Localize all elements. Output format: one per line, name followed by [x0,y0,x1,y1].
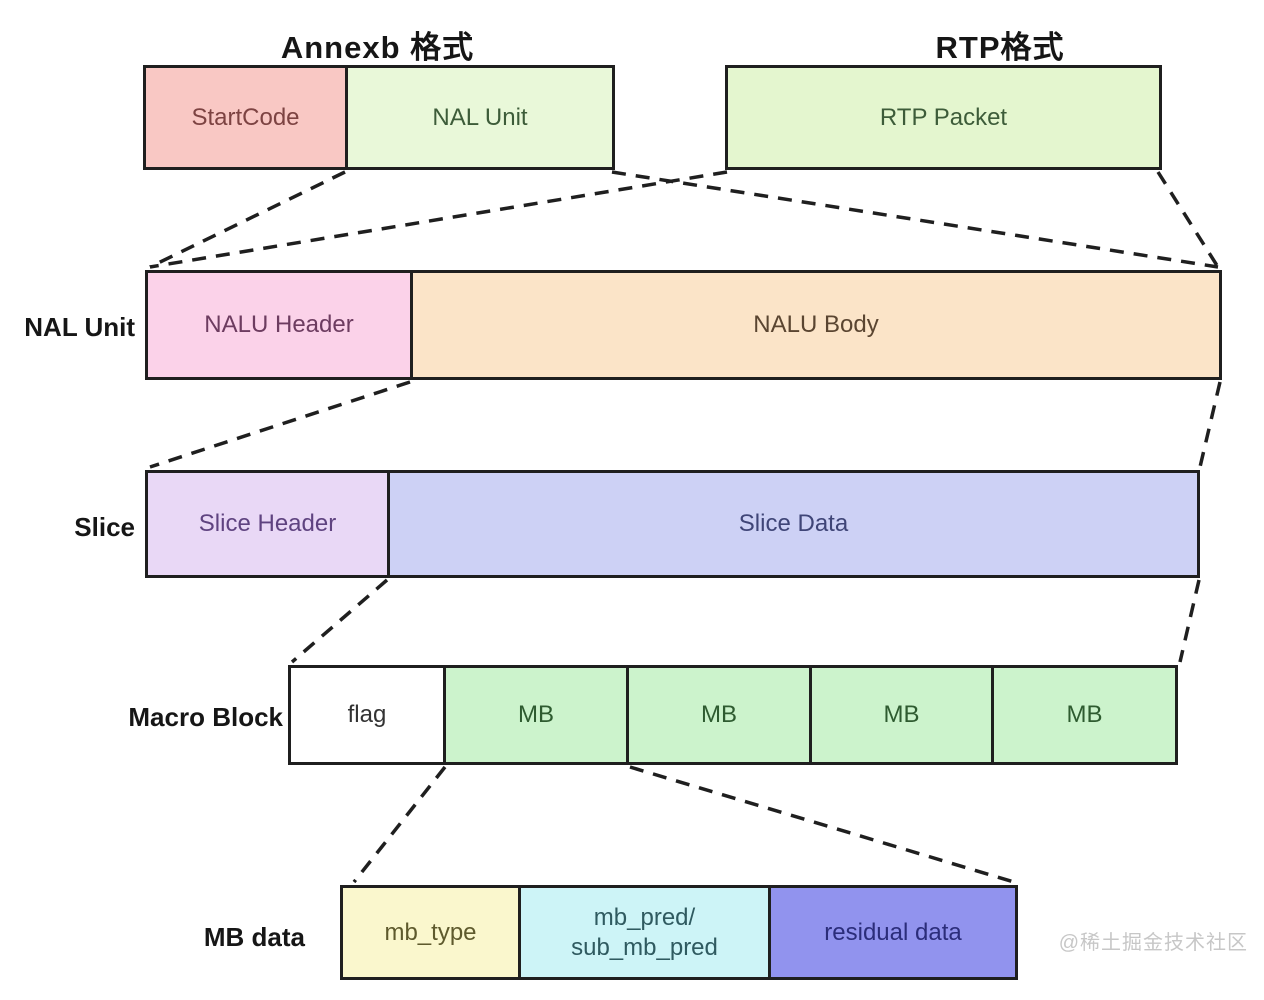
connector-mbdata-right [629,765,1015,884]
residual-data-box: residual data [768,885,1018,980]
watermark: @稀土掘金技术社区 [1058,932,1248,954]
slice-header-box: Slice Header [145,470,390,578]
mb-type-box: mb_type [340,885,521,980]
connector-rtp-left [149,170,728,269]
nalu-body-box: NALU Body [410,270,1222,380]
mb-box-2: MB [626,665,812,765]
nal-unit-box: NAL Unit [345,65,615,170]
flag-box: flag [288,665,446,765]
rtp-format-title: RTP格式 [935,30,1065,65]
macro-block-row-label: Macro Block [128,702,283,732]
rtp-packet-box: RTP Packet [725,65,1162,170]
mb-box-1: MB [443,665,629,765]
connector-nalunit-left [149,170,346,269]
nal-unit-row-label: NAL Unit [24,312,135,342]
mb-box-3: MB [809,665,994,765]
nalu-header-box: NALU Header [145,270,413,380]
annexb-format-title: Annexb 格式 [280,30,475,65]
connector-slice-right [1198,381,1222,468]
slice-row-label: Slice [74,512,135,542]
connector-rtp-right [1156,171,1220,268]
mb-pred-box: mb_pred/ sub_mb_pred [518,885,771,980]
slice-data-box: Slice Data [387,470,1200,578]
mb-data-row-label: MB data [203,922,305,952]
connector-macro-left [290,578,389,664]
connector-macro-right [1178,579,1201,663]
startcode-box: StartCode [143,65,348,170]
mb-box-4: MB [991,665,1178,765]
connector-mbdata-left [352,765,447,884]
connector-nalunit-right [611,170,1219,269]
connector-slice-left [149,380,411,469]
